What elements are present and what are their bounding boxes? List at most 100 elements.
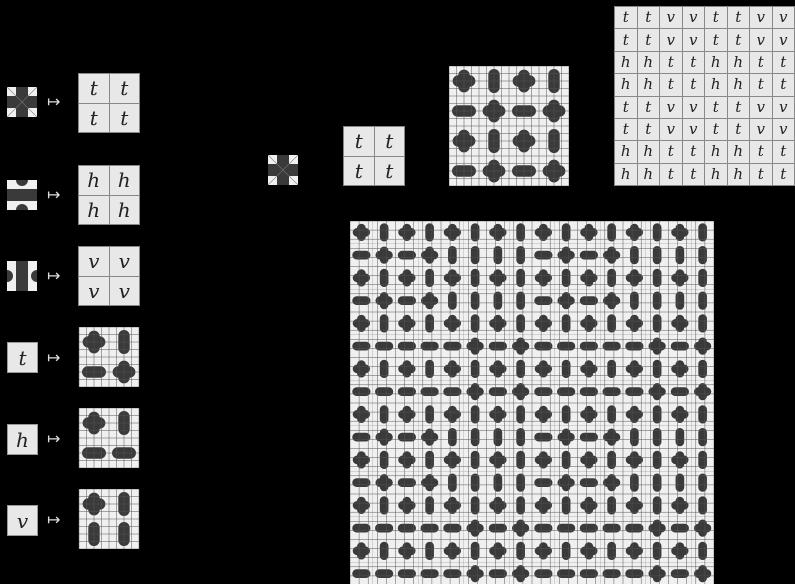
pattern-tile (487, 267, 533, 313)
symbol-cell: t (660, 74, 682, 95)
symbol-cell: t (750, 74, 772, 95)
symbol-cell: v (773, 7, 795, 28)
pattern-tile (532, 267, 578, 313)
symbol-cell: t (660, 164, 682, 185)
pattern-tile (396, 494, 442, 540)
vertical-tile-icon (7, 261, 37, 291)
symbol-cell: v (660, 97, 682, 118)
symbol-t-cell: t (7, 342, 38, 373)
pattern-tile (487, 358, 533, 404)
v-block-icon (78, 489, 140, 549)
symbol-cell: v (660, 29, 682, 50)
pattern-tile (396, 267, 442, 313)
pattern-tile (350, 267, 396, 313)
symbol-cell: v (110, 247, 140, 276)
pattern-tile (623, 267, 669, 313)
pattern-tile (669, 494, 715, 540)
symbol-cell: t (638, 7, 660, 28)
symbol-cell: t (683, 74, 705, 95)
symbol-cell: t (79, 104, 109, 133)
symbol-cell: v (683, 29, 705, 50)
symbol-cell: t (705, 29, 727, 50)
pattern-tile (623, 312, 669, 358)
symbol-cell: t (773, 141, 795, 162)
cross-tile-icon (7, 87, 37, 117)
maps-to-arrow: ↦ (47, 512, 60, 528)
symbol-cell: v (750, 119, 772, 140)
pattern-tile (441, 540, 487, 584)
symbol-cell: h (705, 52, 727, 73)
pattern-tile (350, 221, 396, 267)
symbol-cell: t (615, 97, 637, 118)
symbol-cell: v (660, 7, 682, 28)
pattern-tile (578, 358, 624, 404)
pattern-tile (350, 449, 396, 495)
symbol-cell: t (728, 29, 750, 50)
symbol-cell: h (615, 141, 637, 162)
h-block-icon (78, 408, 140, 468)
rule-output-h: h h h h (78, 165, 140, 225)
symbol-cell: h (705, 141, 727, 162)
symbol-cell: h (728, 141, 750, 162)
pattern-tile (623, 494, 669, 540)
symbol-cell: v (750, 7, 772, 28)
pattern-tile (578, 312, 624, 358)
step1-symbol-grid: t t t t (343, 126, 405, 186)
symbol-cell: v (773, 119, 795, 140)
pattern-tile (441, 358, 487, 404)
symbol-cell: h (705, 74, 727, 95)
pattern-tile (623, 540, 669, 584)
symbol-cell: t (638, 29, 660, 50)
symbol-cell: t (344, 127, 374, 156)
pattern-tile (578, 540, 624, 584)
symbol-cell: v (660, 119, 682, 140)
symbol-cell: h (705, 164, 727, 185)
symbol-cell: h (615, 74, 637, 95)
symbol-cell: v (683, 7, 705, 28)
symbol-cell: t (375, 157, 405, 186)
pattern-tile (669, 403, 715, 449)
t-block-icon (78, 327, 140, 387)
pattern-tile (532, 449, 578, 495)
symbol-cell: h (110, 166, 140, 195)
symbol-h-cell: h (7, 424, 38, 455)
symbol-cell: v (750, 97, 772, 118)
symbol-cell: t (705, 119, 727, 140)
symbol-cell: t (344, 157, 374, 186)
pattern-tile (578, 403, 624, 449)
pattern-tile (350, 358, 396, 404)
seed-cross-tile-icon (268, 155, 298, 185)
pattern-tile (578, 494, 624, 540)
symbol-cell: t (615, 7, 637, 28)
symbol-cell: t (705, 7, 727, 28)
pattern-tile (441, 494, 487, 540)
pattern-tile (396, 449, 442, 495)
symbol-cell: t (638, 97, 660, 118)
symbol-cell: t (683, 52, 705, 73)
pattern-tile (441, 403, 487, 449)
symbol-cell: t (638, 119, 660, 140)
pattern-tile (532, 221, 578, 267)
pattern-tile (487, 449, 533, 495)
symbol-cell: h (728, 74, 750, 95)
symbol-cell: t (615, 119, 637, 140)
pattern-tile (532, 403, 578, 449)
symbol-cell: t (705, 97, 727, 118)
pattern-tile (669, 312, 715, 358)
pattern-tile (487, 494, 533, 540)
pattern-tile (669, 358, 715, 404)
pattern-tile (441, 449, 487, 495)
pattern-tile (623, 221, 669, 267)
pattern-tile (396, 403, 442, 449)
symbol-cell: t (683, 164, 705, 185)
symbol-cell: h (728, 164, 750, 185)
symbol-v-cell: v (7, 505, 38, 536)
maps-to-arrow: ↦ (47, 187, 60, 203)
symbol-cell: h (110, 196, 140, 225)
symbol-cell: h (615, 164, 637, 185)
horizontal-tile-icon (7, 180, 37, 210)
symbol-cell: h (615, 52, 637, 73)
maps-to-arrow: ↦ (47, 350, 60, 366)
symbol-cell: v (110, 277, 140, 306)
